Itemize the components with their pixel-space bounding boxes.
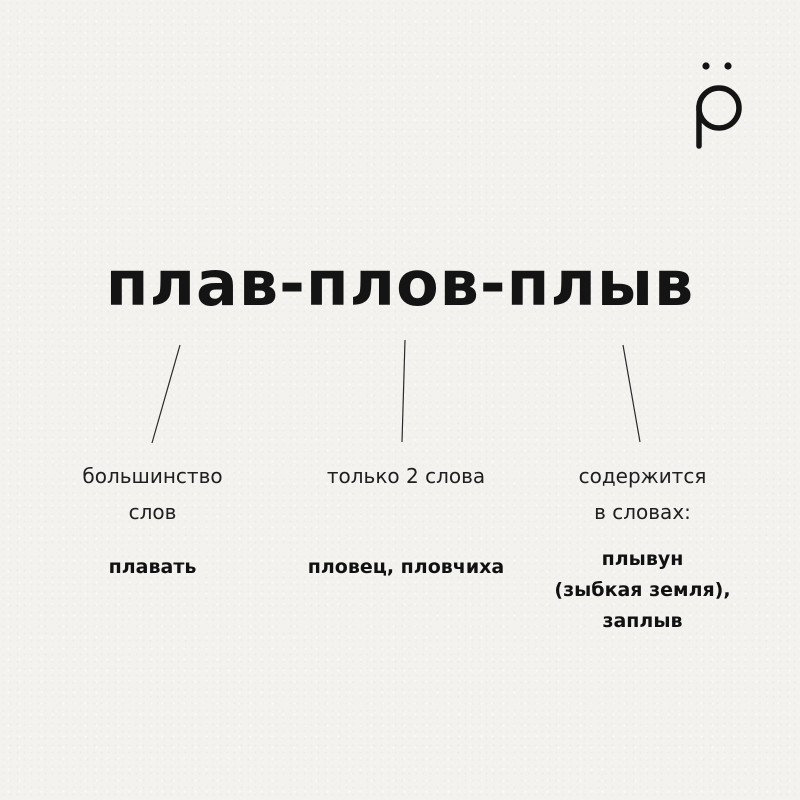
example-line: (зыбкая земля), xyxy=(554,579,731,601)
column-two-words: только 2 слова пловец, пловчиха xyxy=(272,458,540,583)
o-with-diaeresis-logo-icon xyxy=(696,62,742,149)
column-example: пловец, пловчиха xyxy=(272,552,540,583)
column-most-words: большинство слов плавать xyxy=(40,458,265,583)
note-line: в словах: xyxy=(594,500,691,524)
note-line: только 2 слова xyxy=(326,464,486,488)
connector-line-left xyxy=(151,344,181,444)
note-line: слов xyxy=(128,500,177,524)
example-line: заплыв xyxy=(602,610,683,632)
note-line: содержится xyxy=(578,464,707,488)
column-example: плывун (зыбкая земля), заплыв xyxy=(530,544,755,637)
note-line: большинство xyxy=(82,464,223,488)
example-line: плывун xyxy=(601,548,684,570)
connector-line-right xyxy=(622,344,641,443)
column-example: плавать xyxy=(40,552,265,583)
example-line: пловец, пловчиха xyxy=(307,556,505,578)
column-note: содержится в словах: xyxy=(530,458,755,530)
column-note: только 2 слова xyxy=(272,458,540,494)
example-line: плавать xyxy=(108,556,197,578)
connector-line-middle xyxy=(401,339,406,443)
column-note: большинство слов xyxy=(40,458,265,530)
column-contained-in-words: содержится в словах: плывун (зыбкая земл… xyxy=(530,458,755,637)
page-title: плав-плов-плыв xyxy=(105,247,695,320)
